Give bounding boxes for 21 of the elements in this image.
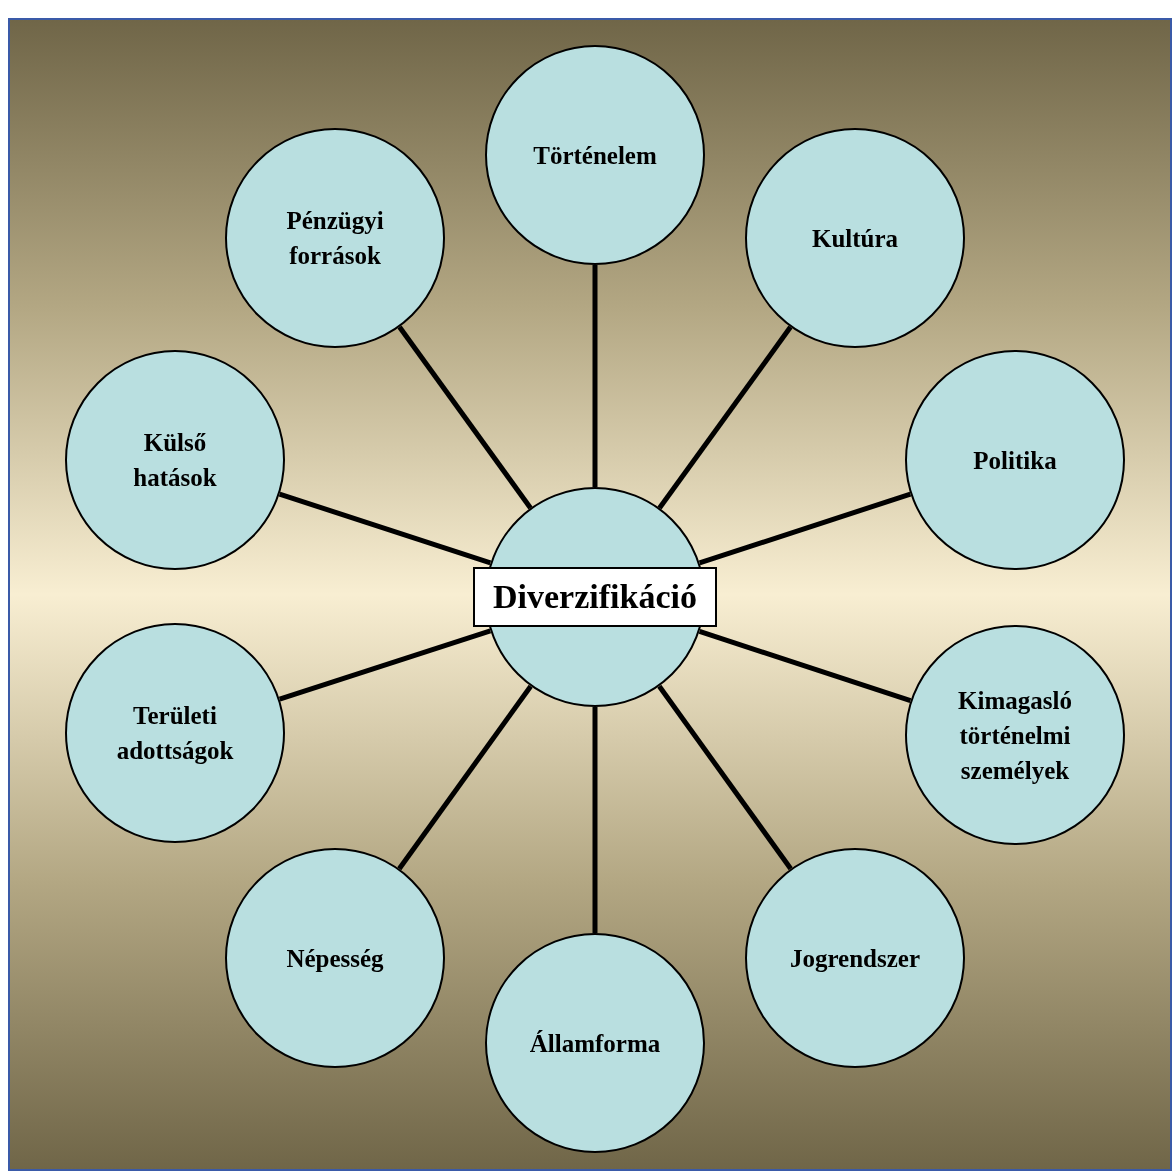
node-label: Történelem	[533, 140, 657, 171]
node-label: Területi adottságok	[115, 701, 235, 766]
connector-line	[698, 491, 912, 566]
connector-line	[397, 684, 533, 871]
node-label: Államforma	[529, 1028, 661, 1059]
node-label: Külső hatások	[132, 428, 218, 493]
node-label: Politika	[973, 445, 1057, 476]
connector-line	[592, 265, 598, 487]
connector-line	[278, 628, 492, 702]
node-label: Népesség	[286, 943, 384, 974]
connector-line	[592, 707, 598, 933]
node-label: Pénzügyi források	[285, 206, 385, 271]
connector-line	[698, 628, 912, 704]
title-label-box: Diverzifikáció	[473, 566, 717, 628]
node-label: Kultúra	[811, 223, 899, 254]
connector-line	[657, 325, 793, 510]
connector-line	[397, 325, 533, 510]
connector-line	[657, 684, 793, 871]
connector-line	[278, 491, 492, 566]
node-label: Kimagasló történelmi személyek	[957, 685, 1073, 786]
node-label: Jogrendszer	[789, 943, 921, 974]
